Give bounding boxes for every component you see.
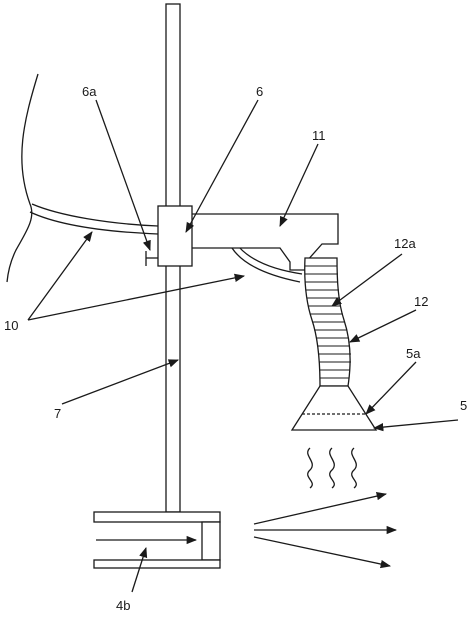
label-6: 6	[256, 84, 263, 99]
label-6a: 6a	[82, 84, 97, 99]
lower-hose	[231, 245, 303, 283]
leader-lines	[27, 99, 459, 593]
base-block	[93, 511, 221, 569]
suction-hood	[290, 385, 378, 431]
label-10: 10	[4, 318, 18, 333]
label-12a: 12a	[394, 236, 416, 251]
clamp-block	[157, 205, 193, 267]
clamp-screw	[145, 251, 158, 266]
label-5: 5	[460, 398, 467, 413]
airflow-arrows	[253, 492, 398, 569]
reference-labels: 6a 6 11 12a 12 10 5a 5 7 4b	[4, 84, 467, 613]
fume-waves	[307, 447, 357, 489]
label-11: 11	[312, 128, 326, 143]
label-12: 12	[414, 294, 428, 309]
label-4b: 4b	[116, 598, 130, 613]
body-outline	[6, 73, 39, 283]
corrugated-pipe	[304, 257, 351, 387]
label-5a: 5a	[406, 346, 421, 361]
label-7: 7	[54, 406, 61, 421]
upper-hose	[29, 203, 159, 235]
